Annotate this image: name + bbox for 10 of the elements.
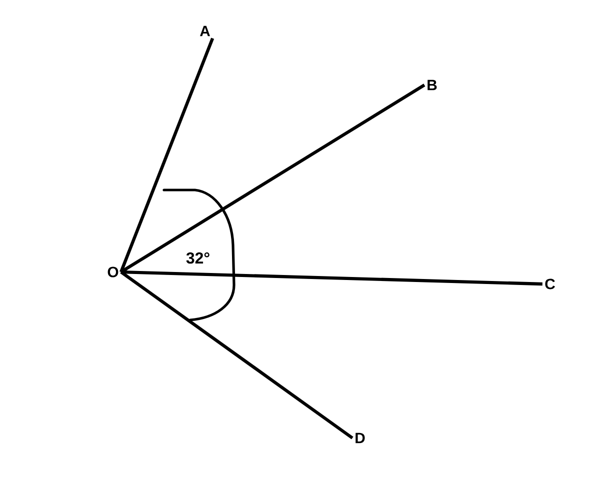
point-label: C xyxy=(545,278,555,290)
angle-label: 32° xyxy=(186,252,210,264)
point-label: O xyxy=(108,266,118,278)
point-label: A xyxy=(200,26,210,36)
point-label: B xyxy=(428,80,437,90)
ray-line xyxy=(120,38,214,273)
point-label: D xyxy=(356,432,365,444)
ray-line xyxy=(120,84,426,274)
ray-line xyxy=(120,270,354,440)
ray-line xyxy=(120,270,542,286)
